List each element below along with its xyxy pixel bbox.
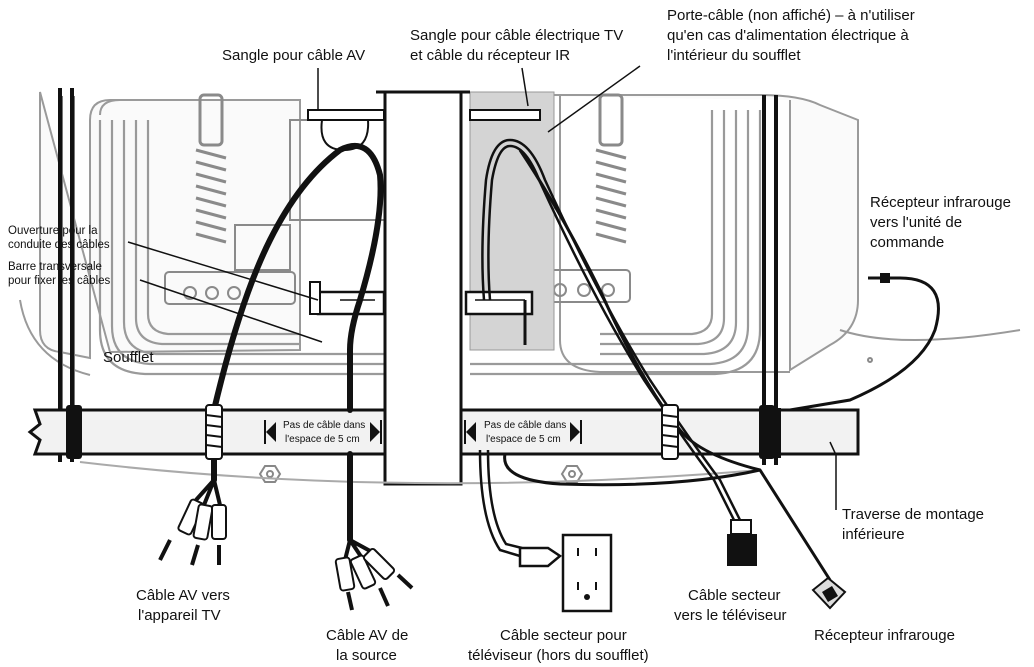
gap-marker-left	[264, 420, 382, 444]
rca-plugs-to-tv	[158, 478, 227, 566]
label-av-from-source-1: Câble AV de	[326, 627, 408, 644]
label-ir-to-control-2: vers l'unité de	[870, 214, 962, 231]
rail-lower-edge	[79, 461, 761, 485]
crossbar-left	[309, 281, 386, 316]
label-ir-to-control-1: Récepteur infrarouge	[870, 194, 1011, 211]
rca-plugs-from-source	[334, 538, 414, 611]
label-bellows: Soufflet	[103, 349, 154, 366]
label-conduit-opening-2: conduite des câbles	[8, 239, 110, 251]
label-no-cable-right-1: Pas de câble dans	[484, 420, 566, 431]
spring-right	[595, 93, 627, 244]
label-mounting-rail-2: inférieure	[842, 526, 905, 543]
label-ir-to-control-3: commande	[870, 234, 944, 251]
crossbar-right	[464, 290, 534, 316]
label-cable-holder-3: l'intérieur du soufflet	[667, 47, 801, 64]
label-mounting-rail-1: Traverse de montage	[842, 506, 984, 523]
label-tv-power-outside-1: Câble secteur pour	[500, 627, 627, 644]
outlet-cable	[478, 449, 523, 558]
label-tv-ir-strap-1: Sangle pour câble électrique TV	[410, 27, 623, 44]
lower-mounting-rail	[27, 405, 860, 459]
label-cable-holder-1: Porte-câble (non affiché) – à n'utiliser	[667, 7, 915, 24]
label-ir-receiver: Récepteur infrarouge	[814, 627, 955, 644]
center-column	[376, 90, 470, 486]
label-av-strap: Sangle pour câble AV	[222, 47, 365, 64]
cable-ties	[205, 404, 679, 460]
lower-loop-cable	[503, 453, 761, 487]
ir-receiver	[811, 576, 847, 610]
label-no-cable-left-1: Pas de câble dans	[283, 420, 365, 431]
av-strap	[307, 109, 385, 152]
label-power-to-tv-2: vers le téléviseur	[674, 607, 787, 624]
label-power-to-tv-1: Câble secteur	[688, 587, 781, 604]
label-av-to-tv-2: l'appareil TV	[138, 607, 221, 624]
label-tv-ir-strap-2: et câble du récepteur IR	[410, 47, 570, 64]
tv-ir-strap	[469, 109, 541, 121]
lift-mechanism-outline	[19, 91, 1021, 420]
frame-posts	[58, 88, 778, 465]
label-conduit-opening-1: Ouverture pour la	[8, 225, 98, 237]
gap-marker-right	[464, 420, 582, 444]
power-plug-to-tv	[727, 519, 757, 566]
label-av-to-tv-1: Câble AV vers	[136, 587, 230, 604]
spring-left	[195, 93, 227, 244]
bellows-right	[470, 110, 762, 376]
label-tv-power-outside-2: téléviseur (hors du soufflet)	[468, 647, 649, 664]
ir-jack	[868, 273, 890, 283]
bellows-left	[98, 120, 385, 376]
leader-lines	[127, 65, 837, 510]
label-av-from-source-2: la source	[336, 647, 397, 664]
ir-receiver-cable	[518, 149, 832, 581]
label-crossbar-2: pour fixer les câbles	[8, 275, 111, 287]
wall-outlet	[518, 533, 613, 613]
label-cable-holder-2: qu'en cas d'alimentation électrique à	[667, 27, 909, 44]
label-crossbar-1: Barre transversale	[8, 261, 102, 273]
label-no-cable-right-2: l'espace de 5 cm	[486, 434, 561, 445]
label-no-cable-left-2: l'espace de 5 cm	[285, 434, 360, 445]
